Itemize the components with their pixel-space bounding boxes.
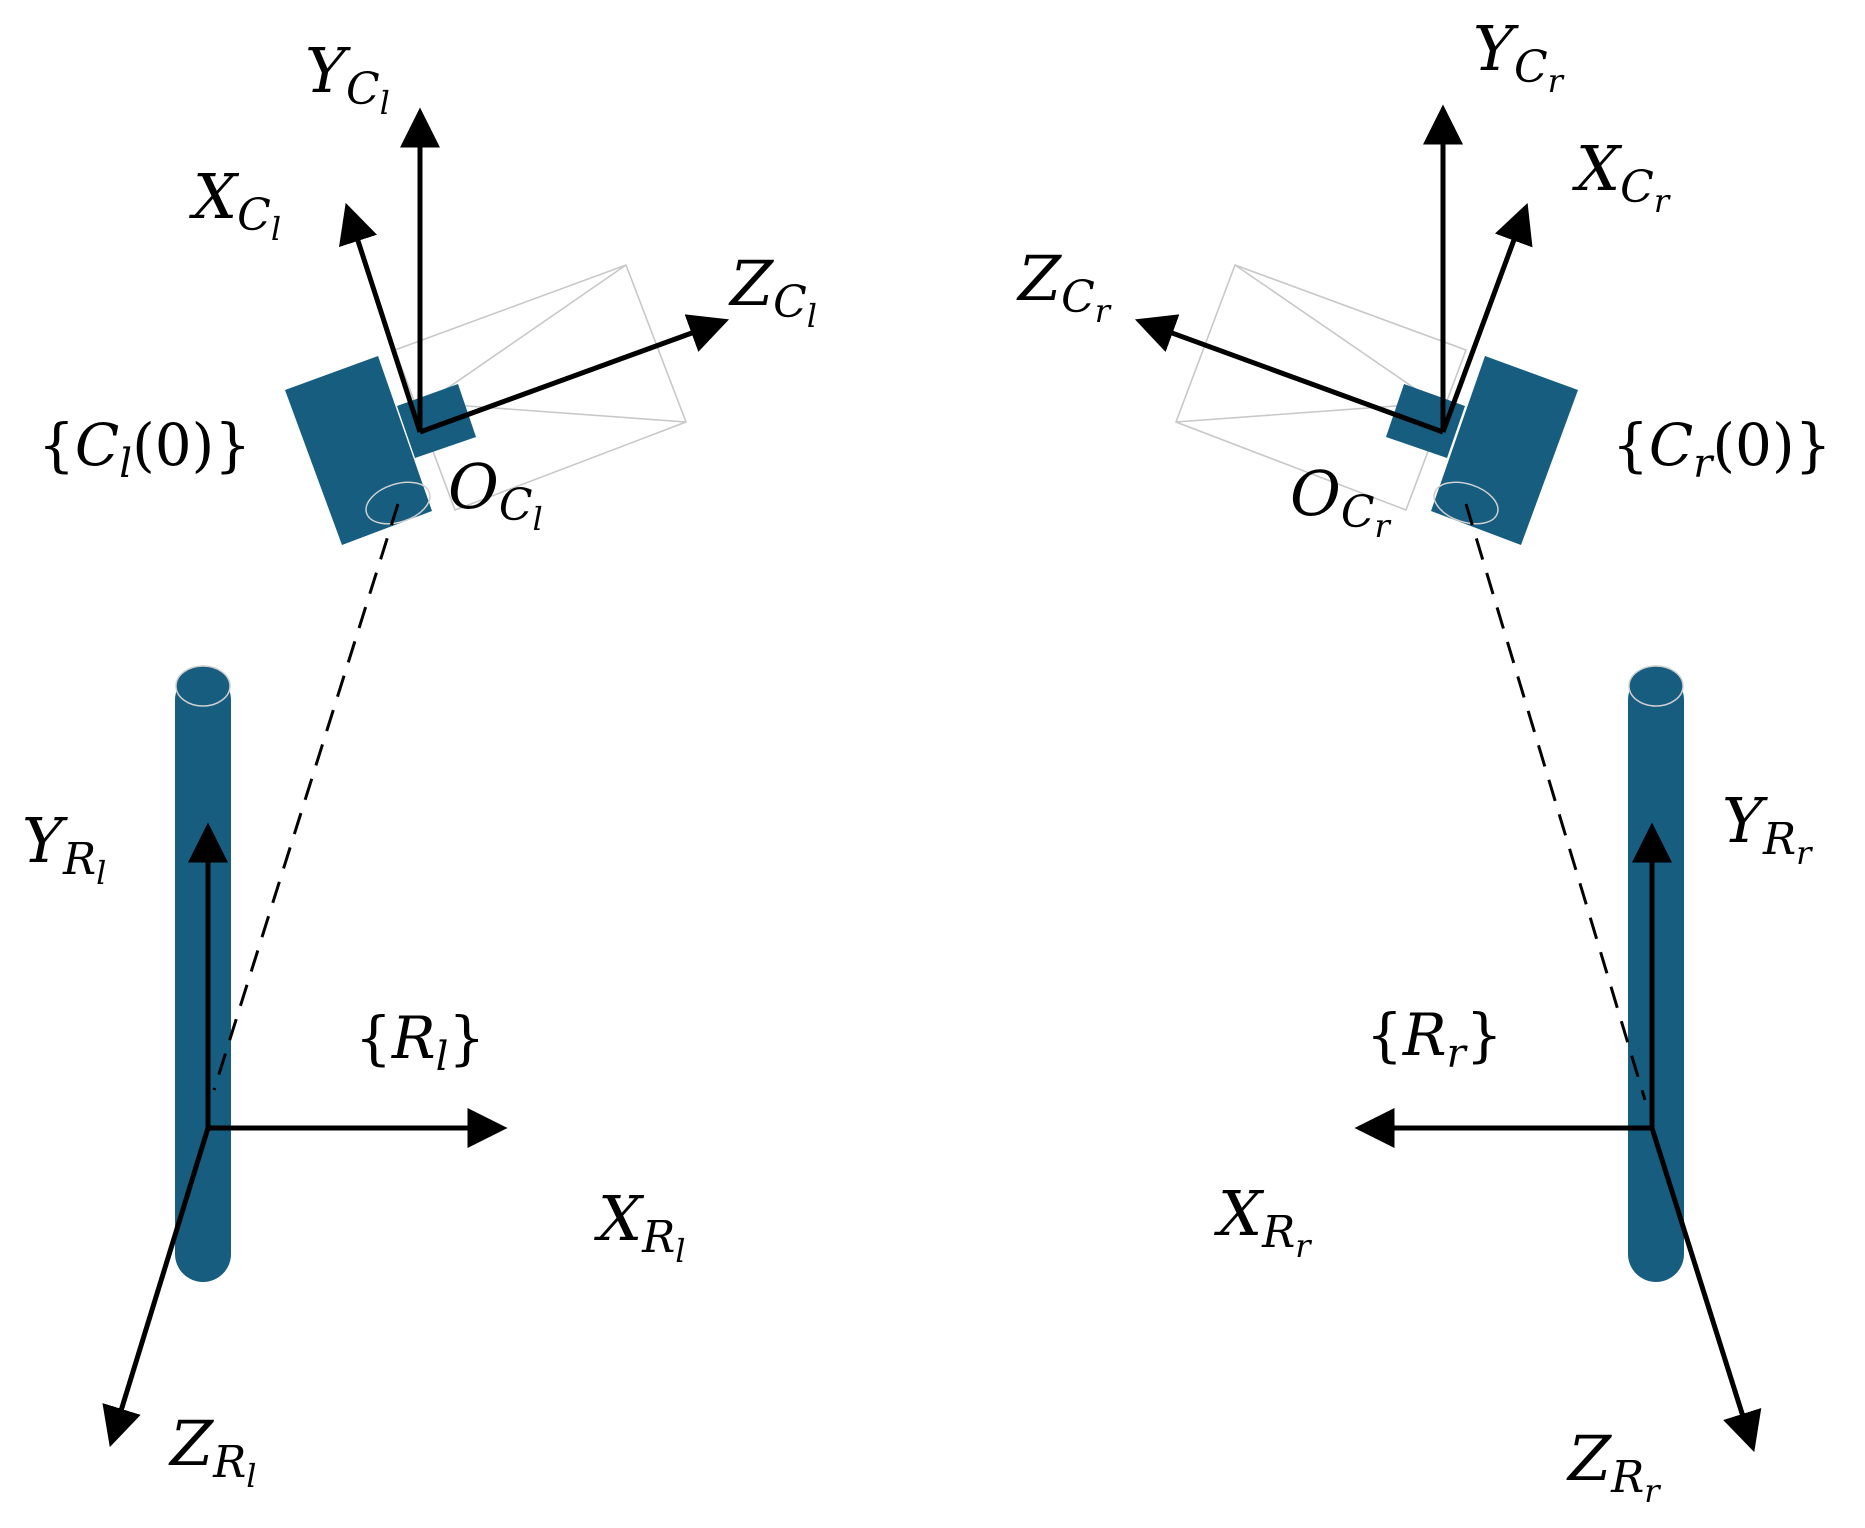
left-camera-robot-dashed-line <box>212 503 400 1091</box>
right-x-robot-label: XRr <box>1214 1177 1312 1265</box>
left-robot-z-axis <box>102 1127 211 1448</box>
left-camera-frame-label: {Cl(0)} <box>38 411 251 487</box>
left-camera-axes <box>339 107 730 435</box>
right-camera-x-axis <box>1440 202 1533 433</box>
right-origin-label: OCr <box>1290 457 1392 545</box>
right-y-camera-label: YCr <box>1473 12 1565 100</box>
left-y-camera-label: YCl <box>305 34 390 122</box>
right-robot-axes <box>1354 822 1762 1453</box>
right-x-camera-label: XCr <box>1572 132 1671 220</box>
left-z-camera-label: ZCl <box>728 247 817 335</box>
right-robot-frame-label: {Rr} <box>1366 1001 1503 1077</box>
left-origin-label: OCl <box>448 450 543 538</box>
left-camera-body <box>285 356 476 545</box>
left-y-robot-label: YRl <box>22 804 106 892</box>
right-camera-frame-label: {Cr(0)} <box>1612 411 1831 487</box>
right-z-robot-label: ZRr <box>1566 1422 1661 1510</box>
left-camera-frustum <box>393 263 688 512</box>
right-z-camera-label: ZCr <box>1016 242 1112 330</box>
left-z-robot-label: ZRl <box>168 1407 256 1495</box>
right-camera-body <box>1386 356 1578 545</box>
right-camera-robot-dashed-line <box>1464 503 1647 1101</box>
right-robot-z-axis <box>1649 1127 1762 1453</box>
right-camera-z-axis <box>1134 314 1444 435</box>
left-x-camera-label: XCl <box>189 160 281 248</box>
left-x-robot-label: XRl <box>594 1182 686 1270</box>
right-camera-axes <box>1134 104 1533 435</box>
left-robot-frame-label: {Rl} <box>355 1004 485 1080</box>
left-camera-z-axis <box>419 314 730 435</box>
left-camera-x-axis <box>339 202 423 433</box>
right-robot-post <box>1628 665 1684 1282</box>
right-camera-frustum <box>1174 263 1468 512</box>
left-robot-post <box>175 665 231 1282</box>
left-robot-axes <box>102 822 508 1448</box>
right-y-robot-label: YRr <box>1722 784 1813 872</box>
